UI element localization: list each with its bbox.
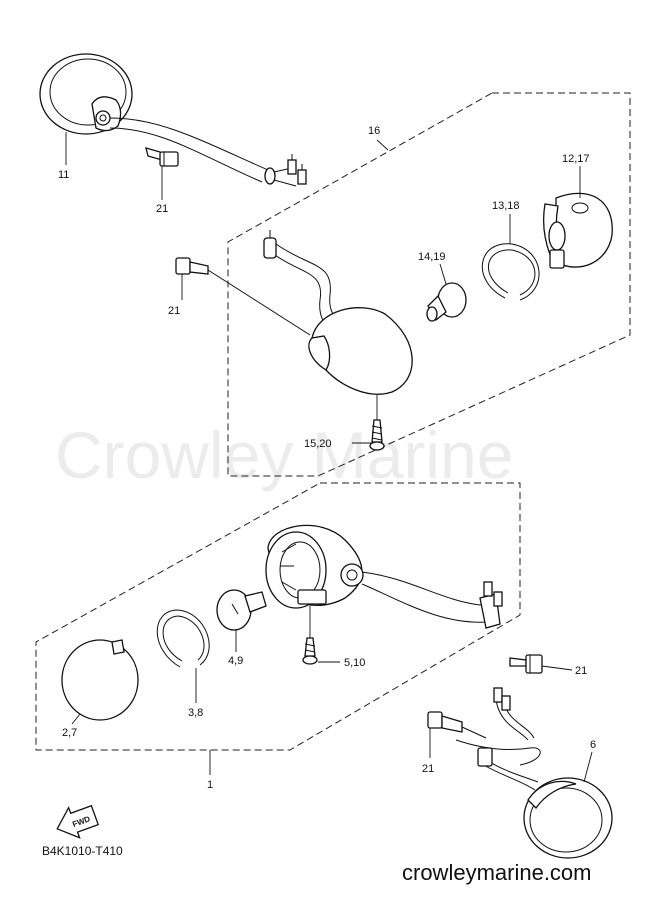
dashed-boundary-front [35,482,521,751]
callout-3-8: 3,8 [188,707,203,719]
callout-21-rear: 21 [168,305,180,317]
footer-site-text: crowleymarine.com [402,860,592,885]
fwd-arrow-icon: FWD [56,804,100,839]
diagram-code: B4K1010-T410 [42,844,123,858]
callout-15-20: 15,20 [304,438,332,450]
callout-13-18: 13,18 [492,200,520,212]
callout-21-front: 21 [575,665,587,677]
callout-14-19: 14,19 [418,251,446,263]
callout-1: 1 [207,779,213,791]
callout-21-upper: 21 [156,203,168,215]
lens-12-17[interactable] [542,192,613,269]
front-lamp-housing[interactable] [265,524,503,629]
ring-13-18[interactable] [481,243,540,301]
callout-4-9: 4,9 [228,655,243,667]
bulb-4-9[interactable] [216,589,267,631]
callout-21-lower: 21 [422,763,434,775]
callout-5-10: 5,10 [344,657,365,669]
callout-16: 16 [368,125,380,137]
turn-signal-assembly-11[interactable] [39,53,307,187]
lens-2-7[interactable] [61,639,139,721]
rear-lamp-housing[interactable] [263,230,413,395]
turn-signal-assembly-6[interactable] [455,687,613,859]
leader-lines [65,132,593,783]
bolt-21-rear[interactable] [175,257,311,336]
callout-11: 11 [58,169,69,181]
screw-5-10[interactable] [302,606,318,665]
bolt-21-lower[interactable] [427,711,487,739]
ring-3-8[interactable] [156,609,210,668]
bulb-14-19[interactable] [426,282,467,322]
callout-2-7: 2,7 [62,727,77,739]
bolt-21-front[interactable] [509,654,543,674]
callout-12-17: 12,17 [562,153,590,165]
callout-6: 6 [590,739,596,751]
bolt-21-upper-left[interactable] [145,147,179,167]
screw-15-20[interactable] [369,395,385,451]
dashed-boundary-rear [227,92,631,477]
watermark-text: Crowley Marine [55,418,513,492]
